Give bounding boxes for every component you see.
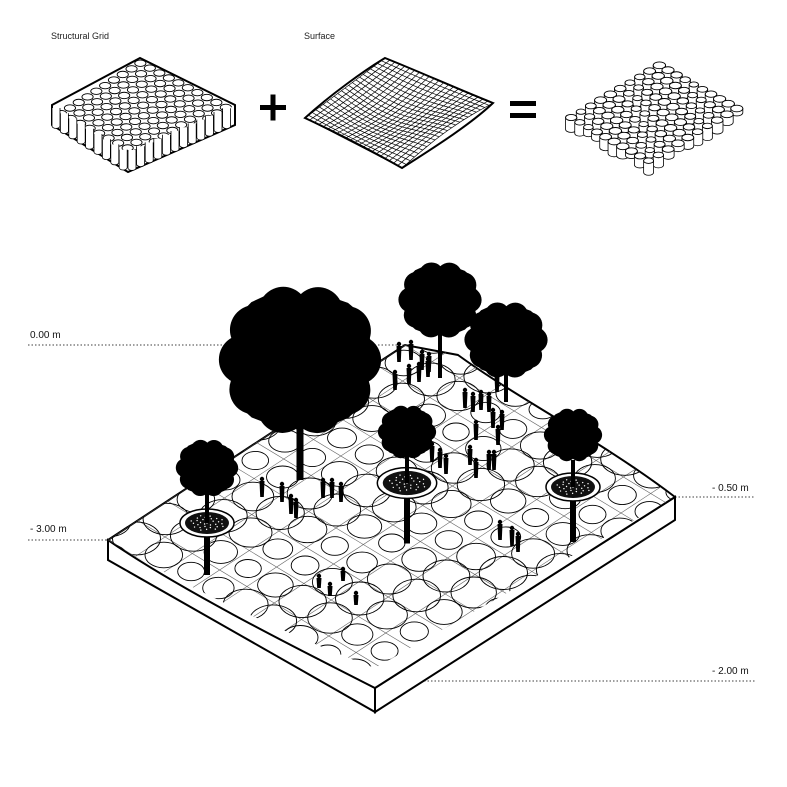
person-icon: [341, 567, 346, 581]
person-icon: [260, 477, 265, 497]
person-icon: [330, 478, 335, 498]
person-icon: [393, 370, 398, 390]
person-icon: [430, 442, 435, 462]
person-icon: [417, 362, 422, 382]
person-icon: [474, 458, 479, 478]
person-icon: [510, 526, 515, 546]
person-icon: [354, 591, 359, 605]
person-icon: [487, 450, 492, 470]
person-icon: [407, 364, 412, 384]
equals-operator: [510, 101, 536, 118]
person-icon: [516, 532, 521, 552]
person-icon: [289, 494, 294, 514]
person-icon: [498, 520, 503, 540]
person-icon: [397, 342, 402, 362]
person-icon: [426, 357, 431, 377]
person-icon: [444, 454, 449, 474]
structural-grid-drawing: [52, 58, 235, 172]
person-icon: [479, 390, 484, 410]
person-icon: [474, 420, 479, 440]
result-grid-drawing: [566, 62, 743, 175]
person-icon: [471, 392, 476, 412]
person-icon: [280, 482, 285, 502]
person-icon: [487, 392, 492, 412]
person-icon: [438, 448, 443, 468]
person-icon: [294, 498, 299, 518]
person-icon: [496, 425, 501, 445]
person-icon: [495, 372, 500, 392]
person-icon: [328, 582, 333, 596]
person-icon: [321, 478, 326, 498]
surface-mesh-drawing: [305, 58, 493, 168]
person-icon: [491, 408, 496, 428]
person-icon: [500, 410, 505, 430]
person-icon: [409, 340, 414, 360]
person-icon: [492, 450, 497, 470]
person-icon: [339, 482, 344, 502]
person-icon: [317, 574, 322, 588]
person-icon: [463, 388, 468, 408]
plus-operator: [260, 95, 286, 121]
person-icon: [468, 445, 473, 465]
